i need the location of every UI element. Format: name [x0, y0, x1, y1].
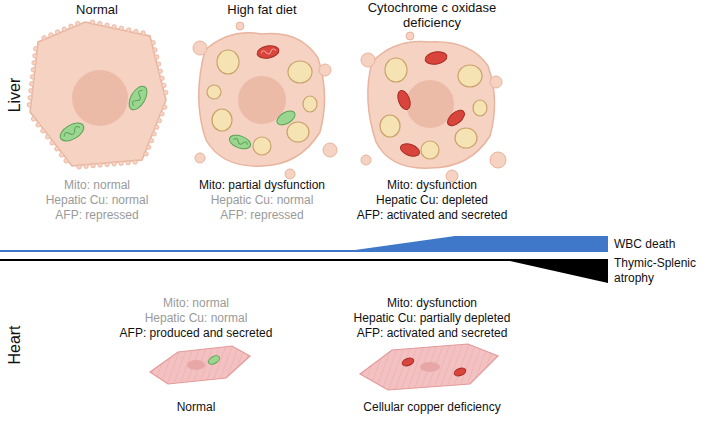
microvillus	[69, 24, 73, 28]
microvillus	[112, 25, 116, 29]
lipid-droplets	[207, 50, 317, 155]
microvillus	[158, 69, 162, 73]
microvillus	[90, 20, 94, 24]
microvillus	[152, 132, 156, 136]
microvillus	[31, 68, 35, 72]
normal-hepatocyte	[27, 20, 168, 169]
microvillus	[49, 33, 53, 37]
microvillus	[31, 117, 35, 121]
panel-caption: Normal	[177, 400, 216, 415]
microvillus	[134, 29, 138, 33]
atrophy-bar	[0, 259, 608, 283]
status-line: AFP: activated and secreted	[357, 326, 508, 341]
microvillus	[33, 54, 37, 58]
microvillus	[149, 138, 153, 142]
microvillus	[112, 162, 116, 166]
status-line: AFP: repressed	[55, 208, 138, 223]
status-line: AFP: activated and secreted	[357, 208, 508, 223]
mitochondrion-red	[256, 44, 280, 60]
status-line: AFP: repressed	[220, 208, 303, 223]
microvillus	[156, 62, 160, 66]
microvillus	[147, 145, 151, 149]
mitochondrion-green	[57, 119, 87, 144]
mitochondrion-green	[228, 133, 253, 152]
microvillus	[133, 160, 137, 164]
microvillus	[155, 55, 159, 59]
microvillus	[59, 153, 63, 157]
column-title: High fat diet	[227, 2, 296, 17]
microvillus	[119, 161, 123, 165]
microvillus	[77, 165, 81, 169]
microvillus	[105, 162, 109, 166]
microvillus	[41, 129, 45, 133]
microvillus	[29, 89, 33, 93]
column-title: Cytochrome c oxidase deficiency	[362, 0, 502, 30]
microvillus	[42, 36, 46, 40]
microvillus	[105, 23, 109, 27]
status-line: Mito: normal	[163, 296, 229, 311]
mitochondrion-green	[275, 108, 298, 128]
cox-deficient-hepatocyte	[361, 32, 506, 182]
status-line: Hepatic Cu: depleted	[376, 193, 488, 208]
copper-deficient-cardiomyocyte	[360, 344, 498, 390]
microvillus	[151, 41, 155, 45]
status-line: AFP: produced and secreted	[120, 326, 273, 341]
status-line: Mito: dysfunction	[387, 178, 477, 193]
wbc-death-bar	[0, 236, 608, 252]
microvillus	[160, 112, 164, 116]
microvillus	[30, 75, 34, 79]
microvillus	[141, 31, 145, 35]
bar-label: WBC death	[614, 237, 675, 252]
status-line: Hepatic Cu: partially depleted	[354, 311, 511, 326]
microvillus	[64, 159, 68, 163]
mitochondrion-green	[125, 83, 150, 113]
status-line: Hepatic Cu: normal	[211, 193, 314, 208]
microvillus	[98, 21, 102, 25]
microvillus	[50, 141, 54, 145]
microvillus	[28, 96, 32, 100]
microvillus	[55, 30, 59, 34]
microvillus	[32, 61, 36, 65]
microvillus	[76, 21, 80, 25]
mitochondria-red	[395, 50, 467, 158]
microvillus	[30, 82, 34, 86]
microvillus	[160, 76, 164, 80]
status-line: Hepatic Cu: normal	[145, 311, 248, 326]
microvillus	[27, 103, 31, 107]
row-title: Liver	[7, 78, 22, 113]
microvillus	[153, 48, 157, 52]
microvillus	[91, 164, 95, 168]
microvillus	[98, 163, 102, 167]
microvilli	[27, 20, 168, 169]
steatotic-hepatocyte	[193, 22, 337, 179]
microvillus	[55, 147, 59, 151]
microvillus	[163, 105, 167, 109]
column-title: Normal	[76, 2, 118, 17]
microvillus	[157, 118, 161, 122]
status-line: Mito: partial dysfunction	[199, 178, 325, 193]
row-title: Heart	[7, 325, 22, 364]
lipid-droplets	[380, 58, 487, 159]
microvillus	[45, 135, 49, 139]
microvillus	[34, 47, 38, 51]
microvillus	[155, 125, 159, 129]
microvillus	[126, 28, 130, 32]
status-line: Mito: normal	[64, 178, 130, 193]
microvillus	[36, 123, 40, 127]
microvillus	[162, 83, 166, 87]
microvillus	[126, 161, 130, 165]
bar-label: Thymic-Splenic atrophy	[614, 256, 712, 286]
microvillus	[84, 164, 88, 168]
microvillus	[164, 90, 168, 94]
status-line: Hepatic Cu: normal	[46, 193, 149, 208]
microvillus	[119, 26, 123, 30]
status-line: Mito: dysfunction	[387, 296, 477, 311]
microvillus	[144, 152, 148, 156]
panel-caption: Cellular copper deficiency	[363, 400, 500, 415]
microvillus	[62, 27, 66, 31]
normal-cardiomyocyte	[150, 346, 250, 384]
